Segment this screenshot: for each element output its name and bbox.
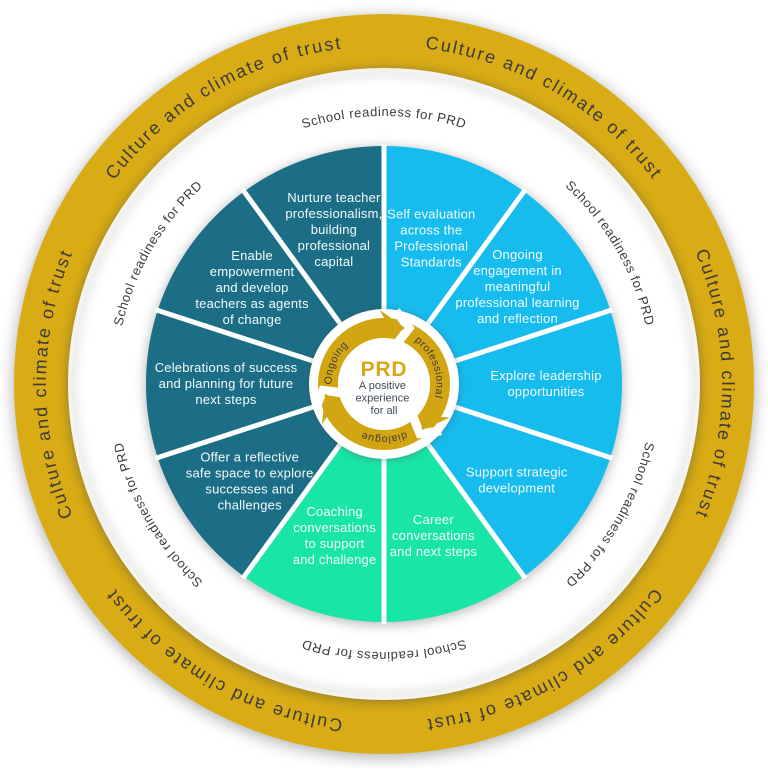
segment-divider xyxy=(421,437,528,580)
segment-divider xyxy=(240,437,347,580)
arrow-icon xyxy=(418,399,451,431)
hub-core xyxy=(338,338,430,430)
segment-divider xyxy=(240,188,347,331)
segment-divider xyxy=(421,188,528,331)
hub-word-dialogue: dialogue xyxy=(359,429,409,445)
arrow-icon xyxy=(380,310,405,346)
hub-title: PRD xyxy=(361,358,408,381)
center-hub: Ongoing professional dialogue PRD A posi… xyxy=(309,308,459,459)
hub-gold-ring xyxy=(318,318,450,450)
segment-dividers xyxy=(154,144,614,624)
segment-divider xyxy=(447,307,614,366)
hub-subtitle: A positive experience for all xyxy=(356,380,413,417)
segment-explore-leadership xyxy=(384,310,623,458)
cycle-arrow-right xyxy=(407,399,451,439)
cycle-arrow-top xyxy=(380,308,415,348)
cycle-arrow-left xyxy=(310,385,354,425)
arrow-icon xyxy=(321,393,354,425)
segment-divider xyxy=(154,402,321,461)
segment-celebrations-of-success xyxy=(145,310,384,458)
segment-divider xyxy=(447,402,614,461)
gold-inner-shadow xyxy=(69,69,699,699)
segment-divider xyxy=(154,307,321,366)
